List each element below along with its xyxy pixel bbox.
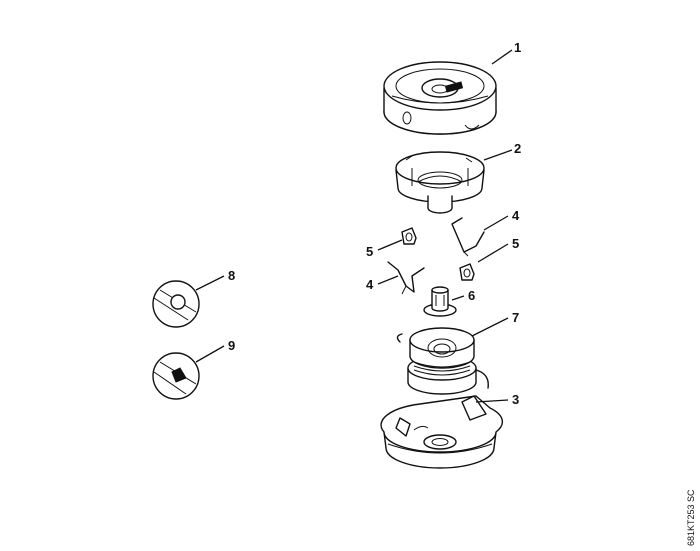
callout-7: 7 [512, 310, 519, 325]
callout-3: 3 [512, 392, 519, 407]
part-5-catch-left [401, 227, 417, 245]
callout-9: 9 [228, 338, 235, 353]
part-2-insert [395, 151, 485, 214]
part-4-spring-lower [387, 261, 425, 295]
part-8-line-round [152, 280, 200, 328]
leader-lines [195, 49, 513, 403]
callout-5-right: 5 [512, 236, 519, 251]
part-7-spool [396, 327, 489, 395]
part-3-base [380, 395, 504, 469]
callout-2: 2 [514, 141, 521, 156]
part-5-catch-right [459, 263, 475, 281]
drawing-code: 681KT253 SC [686, 489, 696, 546]
part-4-spring-upper [451, 217, 485, 257]
part-6-spindle [423, 286, 457, 317]
part-1-cover [383, 61, 497, 135]
callout-1: 1 [514, 40, 521, 55]
callout-4-upper: 4 [512, 208, 520, 223]
callout-4-lower: 4 [366, 277, 374, 292]
callout-5-left: 5 [366, 244, 373, 259]
callout-6: 6 [468, 288, 475, 303]
callout-8: 8 [228, 268, 235, 283]
part-9-line-twisted [152, 352, 200, 400]
